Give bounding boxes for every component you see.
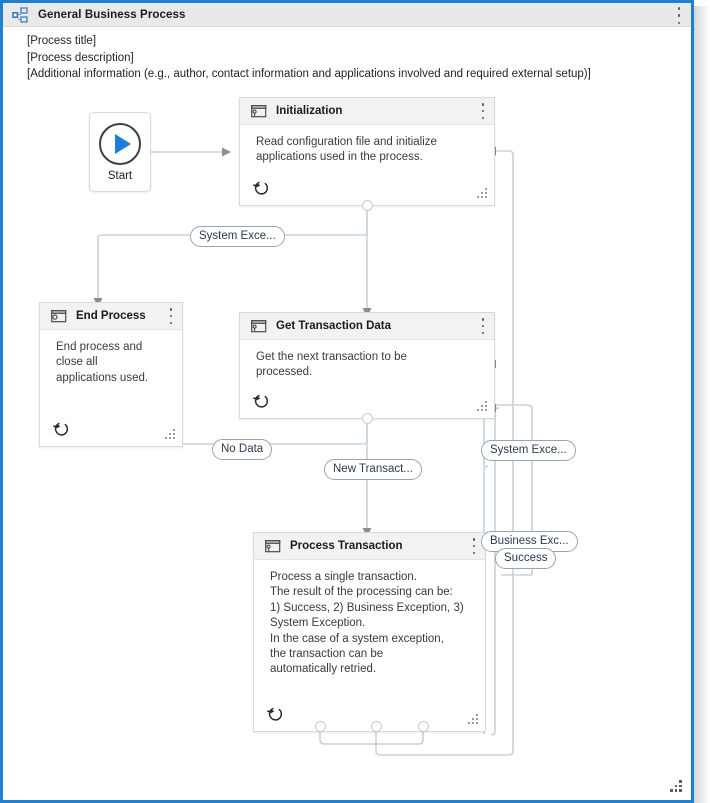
node-get-transaction-data[interactable]: Get Transaction Data Get the next transa… (239, 312, 495, 419)
card-header: Get Transaction Data (240, 313, 494, 340)
resize-grip-icon[interactable] (477, 188, 488, 199)
retry-scope-icon[interactable] (252, 392, 269, 409)
description-line-3: [Additional information (e.g., author, c… (27, 68, 591, 81)
play-icon (99, 122, 141, 165)
edge-label-no-data[interactable]: No Data (212, 439, 273, 460)
card-title: End Process (76, 310, 146, 322)
card-header: Process Transaction (254, 533, 485, 560)
card-header: Initialization (240, 98, 494, 125)
start-label: Start (107, 169, 133, 182)
card-body-line: automatically retried. (270, 663, 377, 676)
card-body: Process a single transaction. The result… (254, 560, 485, 678)
resize-grip-icon[interactable] (468, 714, 479, 725)
edge-label-system-exception-top[interactable]: System Exce... (190, 226, 285, 247)
description-line-1: [Process title] (27, 35, 97, 47)
workflow-icon (11, 6, 29, 23)
card-body-line: the transaction can be (270, 648, 384, 661)
port-initialization-out[interactable] (362, 200, 373, 211)
sequence-icon (265, 539, 281, 553)
card-kebab-menu-icon[interactable] (481, 318, 485, 334)
sequence-icon (251, 104, 267, 118)
node-end-process[interactable]: End Process End process and close all ap… (39, 302, 183, 447)
arrow-to-initialization (222, 147, 231, 157)
card-body-line: Process a single transaction. (270, 571, 418, 583)
node-initialization[interactable]: Initialization Read configuration file a… (239, 97, 495, 206)
card-body-line: Read configuration file and initialize (256, 136, 437, 148)
edge-label-new-transaction[interactable]: New Transact... (324, 459, 422, 480)
retry-scope-icon[interactable] (252, 179, 269, 196)
resize-grip-icon[interactable] (477, 401, 488, 412)
card-body-line: Get the next transaction to be (256, 351, 407, 363)
card-body-line: System Exception. (270, 617, 366, 630)
card-body-line: 1) Success, 2) Business Exception, 3) (270, 601, 464, 614)
retry-scope-icon[interactable] (266, 705, 283, 722)
edge-label-success[interactable]: Success (495, 548, 557, 569)
diagram-canvas[interactable]: Start Initialization Read configuration (3, 27, 691, 800)
port-process-transaction-out-3[interactable] (418, 721, 429, 732)
node-process-transaction[interactable]: Process Transaction Process a single tra… (253, 532, 486, 732)
window-title: General Business Process (38, 8, 186, 21)
description-line-2: [Process description] (27, 51, 134, 64)
card-title: Initialization (276, 105, 343, 117)
edge-label-system-exception-right[interactable]: System Exce... (481, 440, 576, 461)
window-titlebar: General Business Process (3, 3, 691, 27)
port-process-transaction-out-1[interactable] (315, 721, 326, 732)
sequence-icon (251, 319, 267, 333)
card-body-line: End process and (56, 341, 143, 353)
card-title: Process Transaction (290, 540, 403, 552)
card-body: Read configuration file and initialize a… (240, 125, 494, 166)
card-body: Get the next transaction to be processed… (240, 340, 494, 381)
card-kebab-menu-icon[interactable] (472, 538, 476, 554)
card-body-line: In the case of a system exception, (270, 632, 444, 645)
card-body-line: applications used. (56, 371, 149, 384)
card-kebab-menu-icon[interactable] (481, 103, 485, 119)
card-body-line: close all (56, 356, 98, 369)
card-body-line: The result of the processing can be: (270, 586, 453, 599)
window-shadow (694, 6, 710, 803)
sequence-icon (51, 309, 67, 323)
retry-scope-icon[interactable] (52, 420, 69, 437)
resize-grip-icon[interactable] (165, 429, 176, 440)
card-body-line: applications used in the process. (256, 151, 423, 164)
process-description: [Process title] [Process description] [A… (27, 33, 667, 83)
canvas-resize-grip-icon[interactable] (670, 780, 682, 792)
node-start[interactable]: Start (89, 112, 151, 192)
card-body: End process and close all applications u… (40, 330, 182, 386)
window-kebab-menu-icon[interactable] (677, 7, 681, 24)
port-process-transaction-out-2[interactable] (371, 721, 382, 732)
card-header: End Process (40, 303, 182, 330)
card-body-line: processed. (256, 366, 313, 379)
port-get-transaction-data-out[interactable] (362, 413, 373, 424)
card-kebab-menu-icon[interactable] (169, 308, 173, 324)
card-title: Get Transaction Data (276, 320, 392, 332)
